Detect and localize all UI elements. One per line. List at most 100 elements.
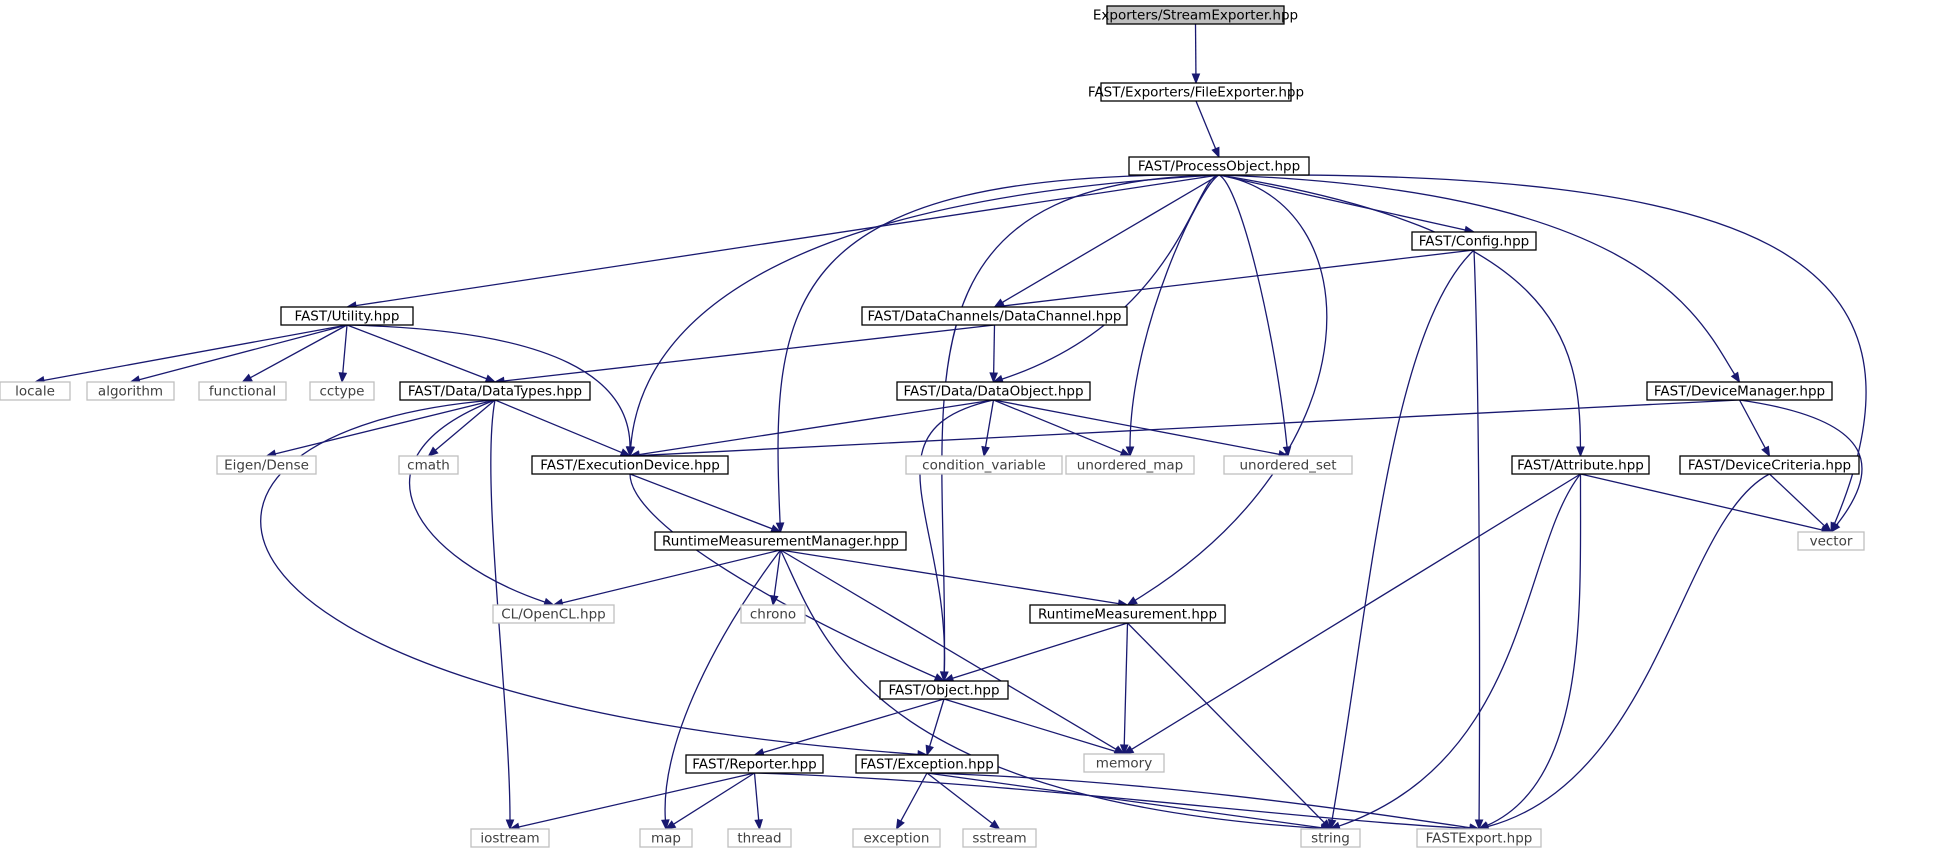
- edge-line: [638, 399, 1740, 457]
- node-box: [86, 381, 175, 401]
- edge-process_object-to-unordered_map: [1125, 174, 1220, 458]
- node-box: [685, 754, 824, 774]
- node-file-exporter[interactable]: FAST/Exporters/FileExporter.hpp: [1088, 82, 1304, 102]
- edge-line: [993, 399, 1122, 454]
- node-label: FAST/Object.hpp: [888, 683, 999, 699]
- node-box: [654, 531, 907, 551]
- node-box: [1646, 381, 1833, 401]
- arrowhead-icon: [989, 819, 1001, 830]
- node-utility[interactable]: FAST/Utility.hpp: [280, 306, 414, 326]
- node-runtime-measurement-manager[interactable]: RuntimeMeasurementManager.hpp: [654, 531, 907, 551]
- edge-line: [494, 399, 622, 454]
- edge-process_object-to-unordered_set: [1218, 174, 1292, 458]
- node-device-criteria[interactable]: FAST/DeviceCriteria.hpp: [1679, 455, 1860, 475]
- edge-line: [926, 772, 1322, 829]
- node-cmath: cmath: [398, 455, 459, 475]
- node-label: FASTExport.hpp: [1426, 831, 1533, 847]
- node-thread: thread: [727, 828, 792, 848]
- edge-execution_device-to-object: [629, 473, 946, 682]
- edge-line: [984, 399, 995, 448]
- edge-process_object-to-attribute: [1218, 174, 1585, 458]
- node-label: sstream: [972, 831, 1026, 847]
- edge-device_manager-to-vector: [1739, 399, 1863, 534]
- edge-line: [346, 324, 631, 448]
- node-cctype: cctype: [309, 381, 375, 401]
- edge-object-to-exception_hpp: [925, 698, 945, 757]
- edge-runtime_measurement_manager-to-string: [779, 549, 1332, 833]
- node-label: algorithm: [98, 384, 163, 400]
- edge-line: [1580, 473, 1823, 531]
- node-box: [905, 455, 1063, 475]
- node-runtime-measurement[interactable]: RuntimeMeasurement.hpp: [1029, 604, 1226, 624]
- edge-utility-to-execution_device: [346, 324, 635, 458]
- edge-device_manager-to-execution_device: [628, 399, 1740, 460]
- node-box: [852, 828, 941, 848]
- edge-data_object-to-unordered_map: [993, 399, 1132, 457]
- node-label: FAST/ProcessObject.hpp: [1138, 159, 1300, 175]
- edge-line: [1123, 622, 1129, 746]
- node-process-object[interactable]: FAST/ProcessObject.hpp: [1128, 156, 1310, 176]
- node-box: [198, 381, 287, 401]
- node-stream-exporter[interactable]: Exporters/StreamExporter.hpp: [1093, 5, 1298, 25]
- edge-data_types-to-execution_device: [494, 399, 632, 457]
- node-device-manager[interactable]: FAST/DeviceManager.hpp: [1646, 381, 1833, 401]
- node-config[interactable]: FAST/Config.hpp: [1411, 231, 1537, 251]
- edge-reporter-to-iostream: [508, 772, 755, 832]
- node-execution-device[interactable]: FAST/ExecutionDevice.hpp: [531, 455, 729, 475]
- edge-line: [900, 772, 928, 822]
- node-data-object[interactable]: FAST/Data/DataObject.hpp: [896, 381, 1091, 401]
- node-label: chrono: [750, 607, 796, 623]
- node-box: [1511, 455, 1650, 475]
- node-object[interactable]: FAST/Object.hpp: [879, 680, 1009, 700]
- node-label: iostream: [480, 831, 539, 847]
- edge-runtime_measurement_manager-to-chrono: [769, 549, 782, 607]
- edge-utility-to-functional: [241, 324, 348, 383]
- arrowhead-icon: [505, 819, 515, 831]
- edge-runtime_measurement-to-object: [942, 622, 1128, 683]
- node-chrono: chrono: [740, 604, 806, 624]
- edge-line: [993, 399, 1280, 455]
- arrowhead-icon: [625, 446, 635, 458]
- edge-device_manager-to-device_criteria: [1738, 399, 1771, 458]
- node-box: [1128, 156, 1310, 176]
- node-data-types[interactable]: FAST/Data/DataTypes.hpp: [399, 381, 591, 401]
- node-label: FAST/DataChannels/DataChannel.hpp: [867, 309, 1121, 325]
- node-label: condition_variable: [922, 458, 1046, 474]
- edge-line: [1769, 473, 1825, 527]
- node-label: Eigen/Dense: [224, 458, 309, 474]
- arrowhead-icon: [427, 446, 439, 457]
- node-label: memory: [1096, 756, 1152, 772]
- edge-line: [43, 324, 348, 382]
- edge-line: [1218, 174, 1736, 375]
- arrowhead-icon: [1761, 445, 1771, 458]
- edge-reporter-to-map: [664, 772, 755, 830]
- edge-exception_hpp-to-fastexport: [926, 772, 1481, 832]
- node-box: [639, 828, 693, 848]
- edge-process_object-to-device_manager: [1218, 174, 1741, 384]
- node-box: [0, 381, 71, 401]
- node-label: cmath: [407, 458, 450, 474]
- node-data-channel[interactable]: FAST/DataChannels/DataChannel.hpp: [861, 306, 1128, 326]
- node-box: [309, 381, 375, 401]
- edge-line: [926, 772, 993, 825]
- node-box: [1100, 82, 1292, 102]
- arrowhead-icon: [754, 819, 763, 831]
- node-exception-hpp[interactable]: FAST/Exception.hpp: [855, 754, 999, 774]
- node-box: [727, 828, 792, 848]
- edge-line: [139, 324, 348, 381]
- edge-data_types-to-exception_hpp: [260, 399, 929, 759]
- node-label: RuntimeMeasurement.hpp: [1038, 607, 1217, 623]
- node-reporter[interactable]: FAST/Reporter.hpp: [685, 754, 824, 774]
- edge-utility-to-algorithm: [129, 324, 348, 384]
- edge-line: [630, 174, 1220, 448]
- node-attribute[interactable]: FAST/Attribute.hpp: [1511, 455, 1650, 475]
- arrowhead-icon: [940, 671, 949, 683]
- edge-device_criteria-to-fastexport: [1477, 473, 1770, 831]
- node-box: [470, 828, 550, 848]
- edge-line: [629, 473, 773, 530]
- edge-runtime_measurement_manager-to-memory: [780, 549, 1126, 755]
- node-map: map: [639, 828, 693, 848]
- edge-line: [346, 324, 487, 380]
- node-label: FAST/Reporter.hpp: [692, 757, 816, 773]
- edge-line: [1218, 174, 1582, 448]
